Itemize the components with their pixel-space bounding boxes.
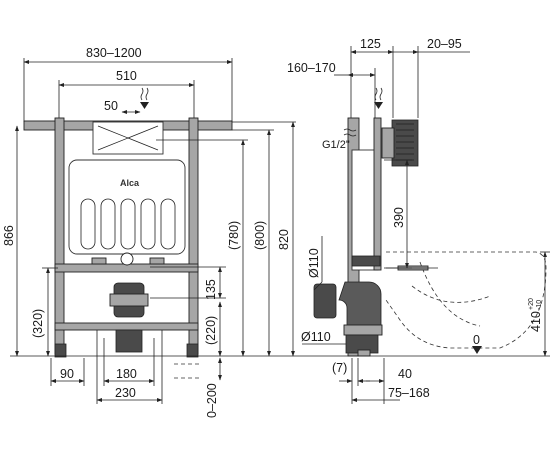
dim-tolerance-7: (7)	[332, 361, 347, 375]
dim-height-780: (780)	[227, 221, 241, 250]
brand-label: Alca	[120, 178, 140, 188]
dim-frame-width: 510	[116, 69, 137, 83]
dim-height-135: 135	[204, 279, 218, 300]
drain-pipe-stub	[115, 329, 143, 353]
right-foot	[186, 343, 199, 358]
toilet-bowl-outline	[385, 251, 547, 349]
drain-connector	[313, 283, 337, 319]
drain-elbow	[338, 281, 382, 331]
left-frame-post	[54, 117, 65, 355]
floor-zero-label: 0	[473, 333, 480, 347]
dim-40: 40	[398, 367, 412, 381]
side-actuator	[391, 119, 419, 167]
water-inlet	[120, 252, 134, 266]
dim-height-410: 410	[529, 311, 543, 332]
lower-crossbar	[54, 322, 199, 331]
dim-bottom-90: 90	[60, 367, 74, 381]
cistern-tank	[68, 159, 186, 255]
dim-height-800: (800)	[253, 221, 267, 250]
dim-offset-50: 50	[104, 99, 118, 113]
dim-height-320: (320)	[31, 309, 45, 338]
dim-tol-lower: -10	[536, 300, 543, 310]
left-foot	[54, 343, 67, 358]
dim-height-866: 866	[2, 225, 16, 246]
dim-width-range: 830–1200	[86, 46, 142, 60]
dim-bottom-230: 230	[115, 386, 136, 400]
dim-range-160-170: 160–170	[287, 61, 336, 75]
connection-label: G1/2"	[322, 139, 350, 151]
dim-diameter-110-upper: Ø110	[307, 248, 321, 278]
dim-bottom-180: 180	[116, 367, 137, 381]
dim-tol-upper: +20	[528, 298, 535, 310]
dim-range-20-95: 20–95	[427, 37, 462, 51]
front-view: Alca 830–1200 510 50 866	[2, 46, 300, 418]
right-frame-post	[188, 117, 199, 355]
dim-range-75-168: 75–168	[388, 386, 430, 400]
dim-height-390: 390	[392, 207, 406, 228]
side-view: G1/2" 0 125 20–95 160–170 390	[287, 37, 550, 404]
dim-adjust-0-200: 0–200	[205, 383, 219, 418]
dim-height-820: 820	[277, 229, 291, 250]
dim-depth-125: 125	[360, 37, 381, 51]
dim-height-220: (220)	[204, 316, 218, 345]
dim-diameter-110-lower: Ø110	[301, 330, 331, 344]
